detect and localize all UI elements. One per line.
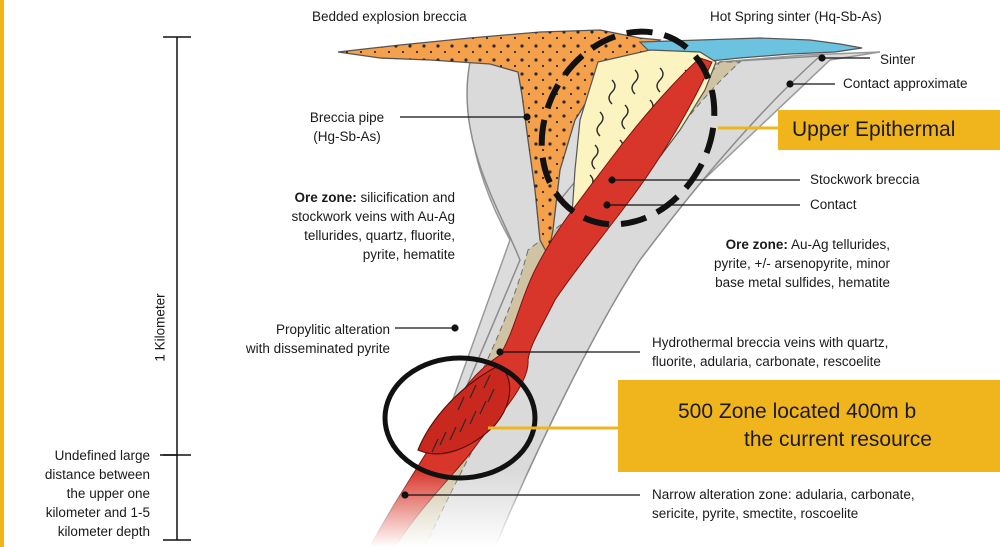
ore-zone-upper-line4: pyrite, hematite: [235, 245, 455, 264]
label-contact-approximate: Contact approximate: [843, 74, 968, 93]
label-breccia-pipe-line2: (Hg-Sb-As): [294, 127, 400, 146]
label-undefined-distance: Undefined large distance between the upp…: [10, 446, 150, 541]
label-scale-1-kilometer: 1 Kilometer: [153, 278, 168, 378]
undefined-line4: kilometer and 1-5: [10, 503, 150, 522]
ore-zone-upper-line3: tellurides, quartz, fluorite,: [235, 226, 455, 245]
callout-upper-epithermal: Upper Epithermal: [778, 110, 1000, 150]
narrow-line1: Narrow alteration zone: adularia, carbon…: [652, 485, 915, 504]
label-hot-spring-sinter: Hot Spring sinter (Hq-Sb-As): [710, 7, 882, 26]
narrow-line2: sericite, pyrite, smectite, roscoelite: [652, 504, 915, 523]
undefined-line2: distance between: [10, 465, 150, 484]
callout-500-zone-line1: 500 Zone located 400m b: [618, 398, 1000, 426]
label-propylitic-alteration: Propylitic alteration with disseminated …: [195, 320, 390, 358]
undefined-line1: Undefined large: [10, 446, 150, 465]
ore-zone-upper-line1: silicification and: [357, 190, 455, 205]
undefined-line5: kilometer depth: [10, 522, 150, 541]
ore-zone-upper-heading: Ore zone:: [294, 190, 356, 205]
ore-zone-upper-line2: stockwork veins with Au-Ag: [235, 207, 455, 226]
depth-fade: [240, 470, 540, 547]
label-stockwork-breccia: Stockwork breccia: [810, 170, 920, 189]
hydrothermal-line2: fluorite, adularia, carbonate, rescoelit…: [652, 352, 888, 371]
callout-500-zone: 500 Zone located 400m b the current reso…: [618, 380, 1000, 472]
callout-500-zone-line2: the current resource: [618, 426, 1000, 454]
label-narrow-alteration-zone: Narrow alteration zone: adularia, carbon…: [652, 485, 915, 523]
undefined-line3: the upper one: [10, 484, 150, 503]
ore-zone-lower-line1: Au-Ag tellurides,: [788, 237, 890, 252]
propylitic-line2: with disseminated pyrite: [195, 339, 390, 358]
ore-zone-lower-heading: Ore zone:: [726, 237, 788, 252]
propylitic-line1: Propylitic alteration: [195, 320, 390, 339]
label-hydrothermal-breccia-veins: Hydrothermal breccia veins with quartz, …: [652, 333, 888, 371]
label-breccia-pipe-line1: Breccia pipe: [294, 108, 400, 127]
label-ore-zone-upper: Ore zone: silicification and stockwork v…: [235, 188, 455, 264]
hydrothermal-line1: Hydrothermal breccia veins with quartz,: [652, 333, 888, 352]
ore-zone-lower-line3: base metal sulfides, hematite: [650, 273, 890, 292]
ore-zone-lower-line2: pyrite, +/- arsenopyrite, minor: [650, 254, 890, 273]
label-contact: Contact: [810, 195, 857, 214]
label-ore-zone-lower: Ore zone: Au-Ag tellurides, pyrite, +/- …: [650, 235, 890, 292]
label-sinter: Sinter: [880, 50, 915, 69]
label-breccia-pipe: Breccia pipe (Hg-Sb-As): [294, 108, 400, 146]
label-bedded-breccia: Bedded explosion breccia: [312, 7, 467, 26]
